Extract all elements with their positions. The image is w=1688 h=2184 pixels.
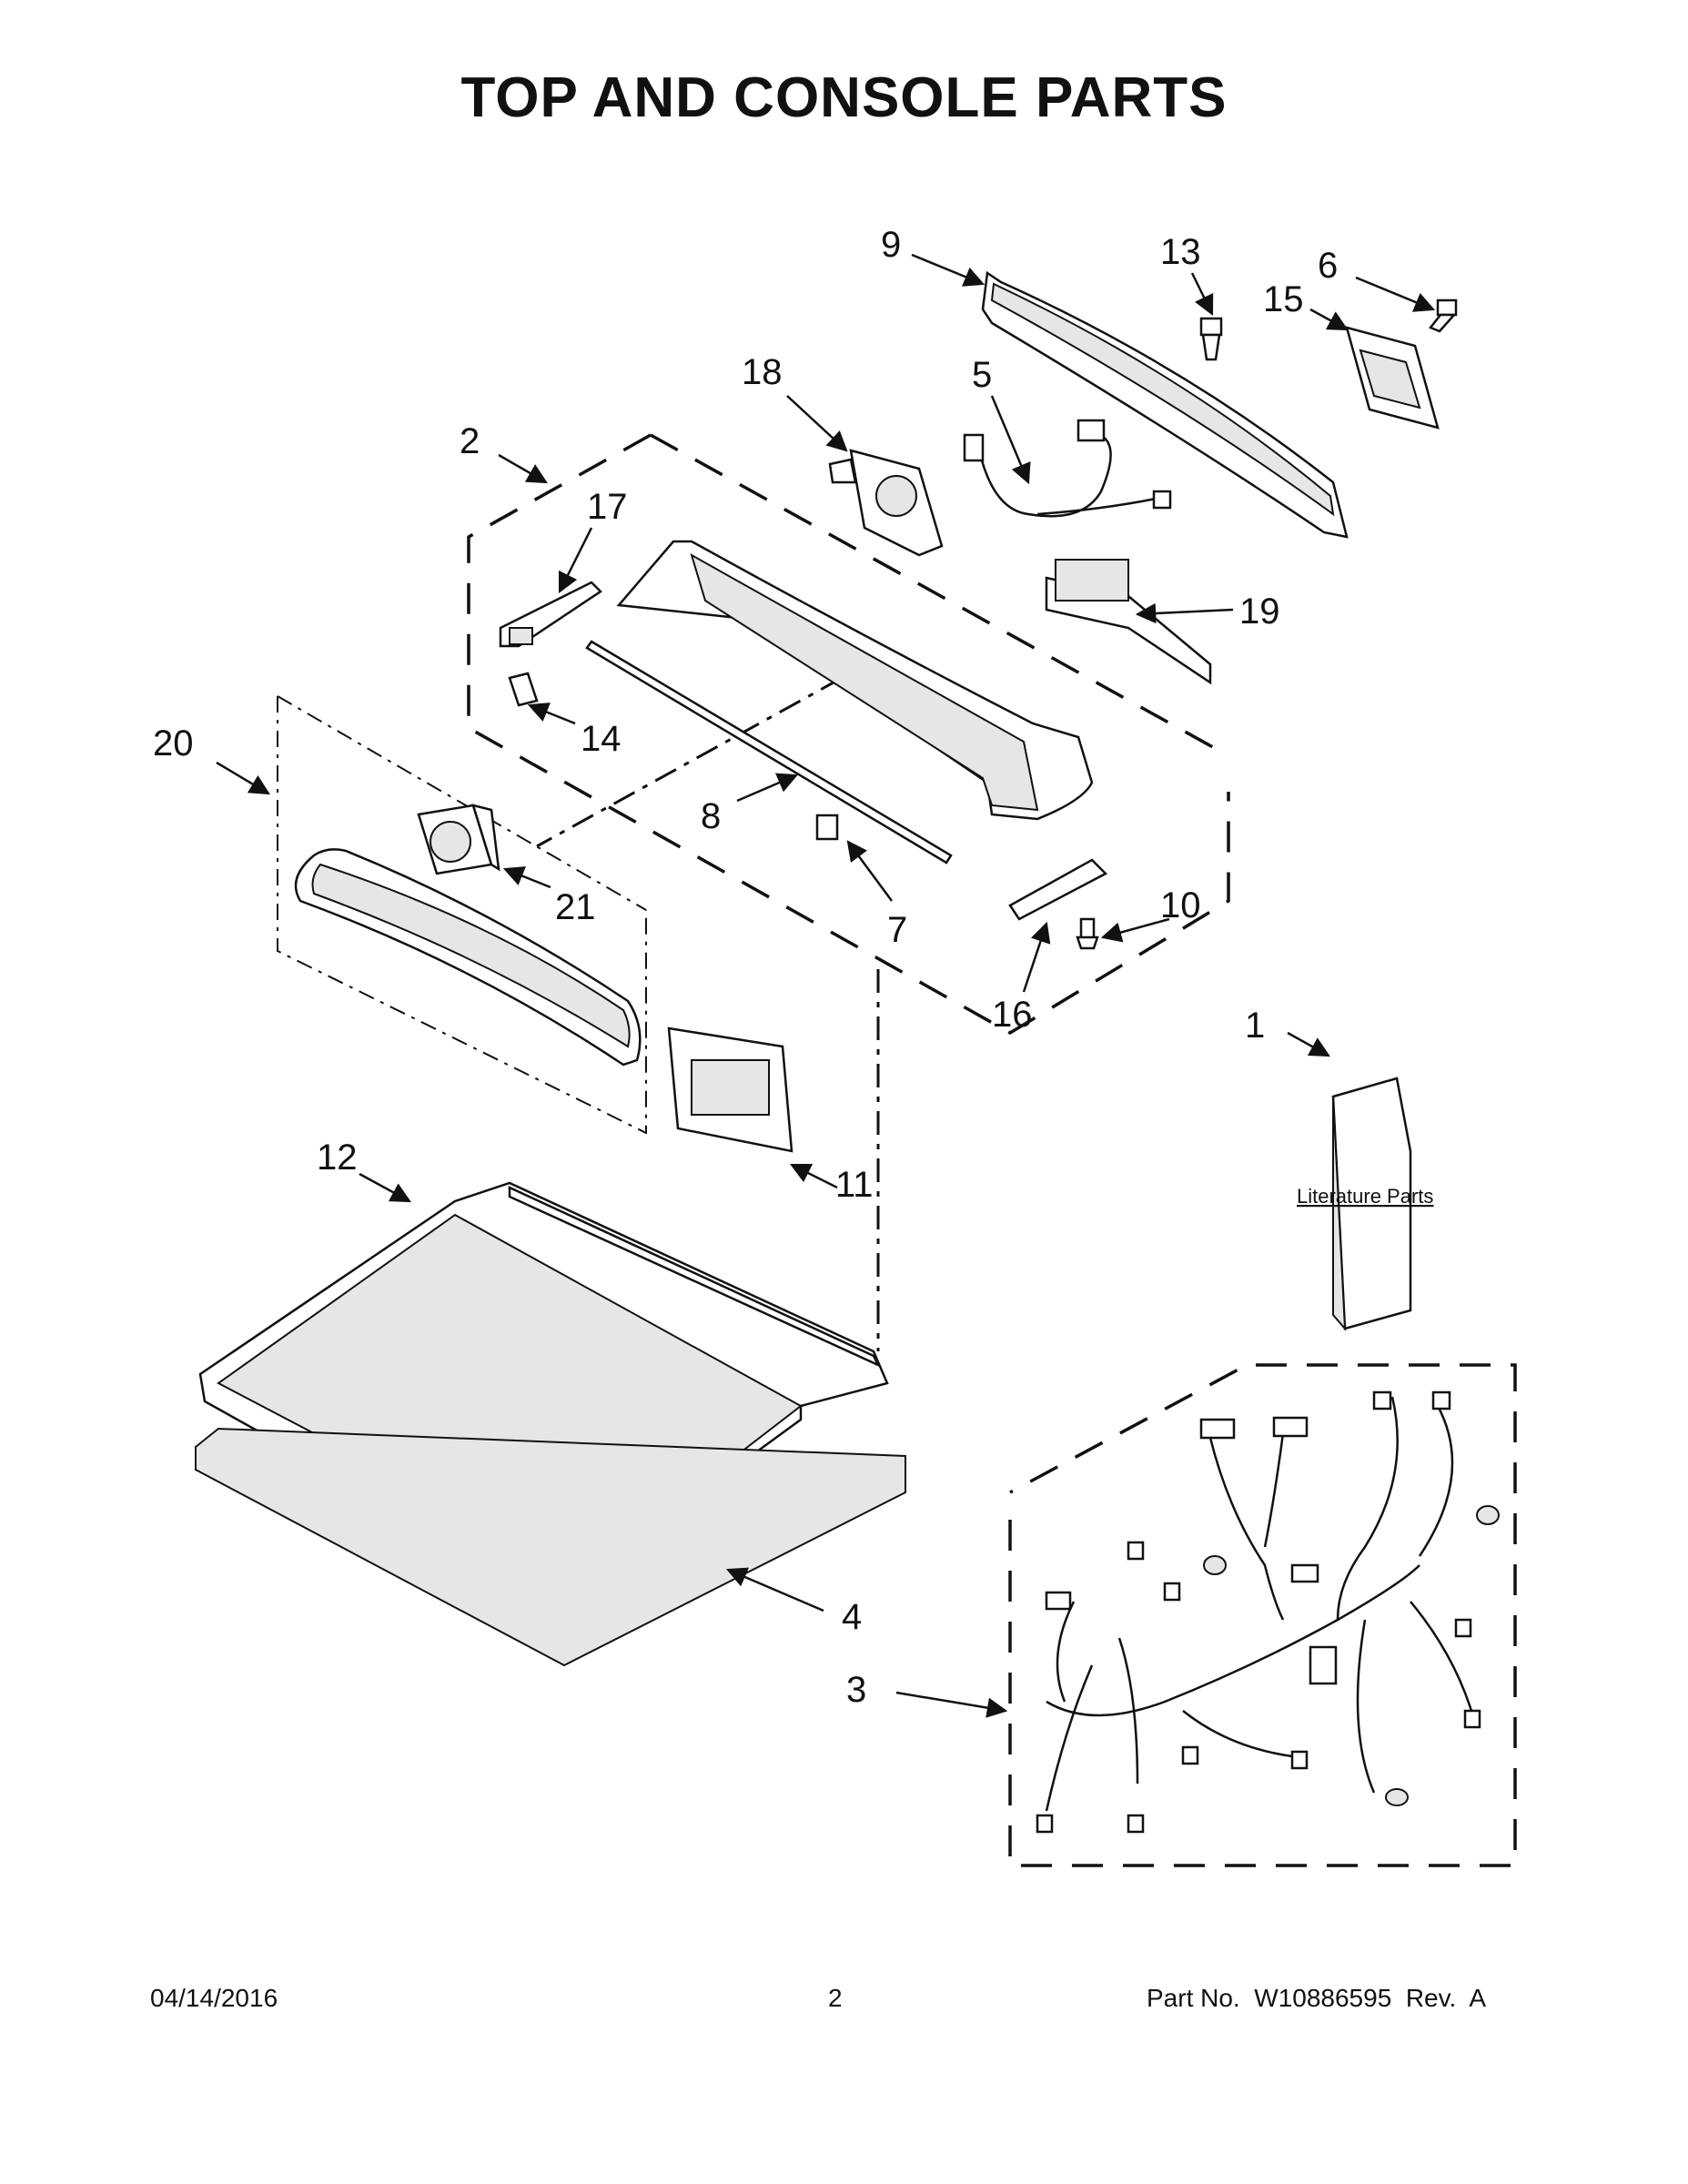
clip-part xyxy=(508,672,539,707)
screw-part xyxy=(1428,298,1458,333)
footer-part-number: Part No. W10886595 Rev. A xyxy=(1147,1984,1487,2012)
speaker-part xyxy=(417,804,500,875)
callout-6: 6 xyxy=(1318,246,1338,286)
console-assembly-boundary xyxy=(467,433,1230,1036)
footer-date: 04/14/2016 xyxy=(150,1984,278,2012)
trim-strip-part xyxy=(585,640,953,864)
callout-16: 16 xyxy=(992,995,1033,1035)
callout-2: 2 xyxy=(460,421,480,461)
screw-part xyxy=(1076,917,1099,950)
main-wire-harness-part xyxy=(1036,1390,1500,1834)
harness-boundary xyxy=(1008,1363,1517,1867)
display-assembly-boundary xyxy=(277,695,647,1135)
console-end-cap-part xyxy=(981,270,1349,539)
callout-13: 13 xyxy=(1160,232,1201,272)
callout-8: 8 xyxy=(701,796,721,836)
callout-3: 3 xyxy=(846,1670,866,1710)
page-title: TOP AND CONSOLE PARTS xyxy=(460,66,1228,129)
display-lens-part xyxy=(294,848,642,1067)
bracket-part xyxy=(1345,326,1440,430)
callout-19: 19 xyxy=(1239,592,1280,632)
console-body-part xyxy=(616,540,1094,821)
leader-arrows xyxy=(216,253,1436,1718)
power-module-part xyxy=(667,1026,793,1153)
callout-14: 14 xyxy=(581,719,622,759)
clip-part xyxy=(815,814,839,841)
callout-17: 17 xyxy=(587,487,628,527)
callout-4: 4 xyxy=(842,1597,862,1637)
callout-21: 21 xyxy=(555,887,596,927)
screw-part xyxy=(1199,317,1223,361)
callout-11: 11 xyxy=(835,1165,874,1205)
small-wire-harness-part xyxy=(963,419,1172,518)
footer-page-number: 2 xyxy=(828,1984,843,2012)
bracket-part xyxy=(1008,858,1108,921)
callout-18: 18 xyxy=(742,352,783,392)
projection-line xyxy=(536,676,843,848)
callout-10: 10 xyxy=(1160,885,1201,925)
callout-1: 1 xyxy=(1245,1006,1265,1046)
literature-part xyxy=(1331,1077,1412,1331)
callout-12: 12 xyxy=(317,1138,358,1178)
callout-labels: 9 13 15 6 5 18 2 17 14 19 20 8 21 10 7 1… xyxy=(153,225,1433,1710)
callout-5: 5 xyxy=(972,355,992,395)
gasket-part xyxy=(195,1427,906,1667)
hinge-part xyxy=(1045,559,1212,685)
callout-20: 20 xyxy=(153,723,194,763)
control-board-part xyxy=(828,449,944,557)
clip-bracket-part xyxy=(499,581,602,648)
callout-7: 7 xyxy=(887,910,907,950)
callout-9: 9 xyxy=(881,225,901,265)
callout-15: 15 xyxy=(1263,279,1304,319)
literature-parts-label: Literature Parts xyxy=(1297,1185,1433,1208)
